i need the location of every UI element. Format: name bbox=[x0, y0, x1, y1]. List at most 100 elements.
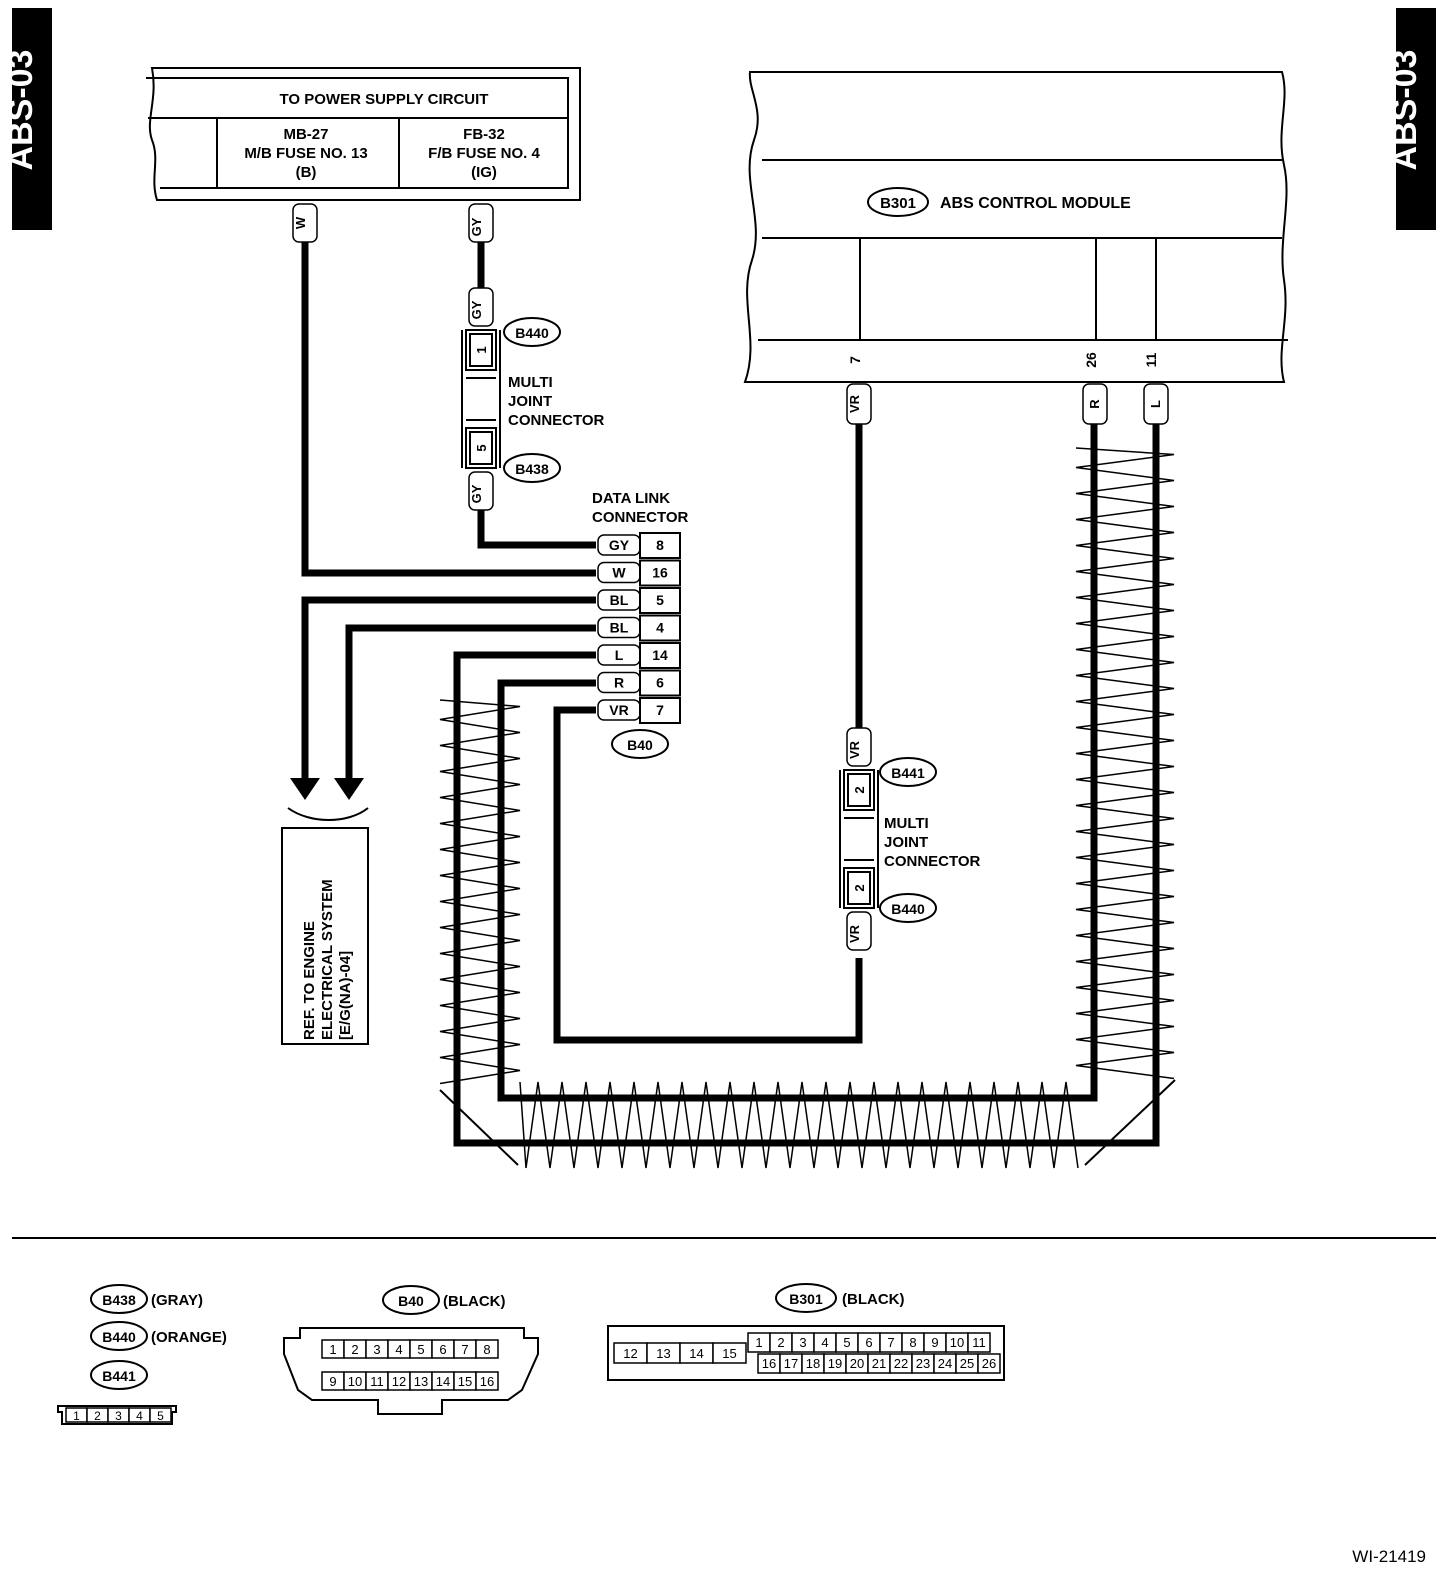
power-supply-box: TO POWER SUPPLY CIRCUIT MB-27 M/B FUSE N… bbox=[146, 67, 581, 201]
legend-b301-pin: 13 bbox=[656, 1346, 670, 1361]
dlc-pin-cell bbox=[639, 587, 681, 614]
wire-r bbox=[497, 422, 1098, 1102]
dlc-pin-cell bbox=[639, 532, 681, 559]
wire-gy bbox=[477, 240, 596, 549]
twisted-pair-marks bbox=[439, 447, 1175, 1169]
abs-connector-id: B301 bbox=[880, 195, 916, 212]
legend-b40-color: (BLACK) bbox=[443, 1293, 505, 1310]
dlc-pin-cell bbox=[639, 559, 681, 587]
wire-vr bbox=[553, 422, 863, 1044]
legend-b301-pin-cell bbox=[967, 1332, 991, 1353]
dlc-wire-label: GY bbox=[609, 537, 630, 553]
legend-b301-color: (BLACK) bbox=[842, 1291, 904, 1308]
legend-b440-color: (ORANGE) bbox=[151, 1329, 227, 1346]
arrows-to-engine bbox=[287, 778, 369, 821]
multi-joint-connector-left: GY 1 5 GY B440 B438 MULTI JOINT CONNECTO… bbox=[461, 287, 605, 511]
mj-right-wire-top: VR bbox=[847, 740, 862, 759]
legend-b301-pin: 4 bbox=[821, 1335, 828, 1350]
legend-b301-pin-cell bbox=[977, 1353, 1001, 1374]
dlc-pin-label: 14 bbox=[652, 647, 668, 663]
fuse-wire-w: W bbox=[293, 216, 308, 229]
legend-b301-pin: 8 bbox=[909, 1335, 916, 1350]
abs-wire-r: R bbox=[1087, 399, 1102, 409]
legend-b301-pin: 19 bbox=[828, 1356, 842, 1371]
legend-small-pin-cell bbox=[149, 1407, 172, 1423]
mj-left-pin-bottom: 5 bbox=[474, 444, 489, 451]
twisted-corner-right bbox=[1084, 1079, 1176, 1166]
legend-b301-pin: 16 bbox=[762, 1356, 776, 1371]
mj-right-pin-bottom: 2 bbox=[852, 884, 867, 891]
legend-b301-pin: 21 bbox=[872, 1356, 886, 1371]
legend-b40-pin: 7 bbox=[461, 1342, 468, 1357]
legend-b40-pin: 11 bbox=[370, 1374, 384, 1389]
twist-mark bbox=[439, 699, 521, 1085]
fuse-left-line3: (B) bbox=[296, 164, 317, 181]
twisted-corner-left bbox=[439, 1089, 519, 1166]
legend-b40-pin: 16 bbox=[480, 1374, 494, 1389]
mj-left-wire-top: GY bbox=[469, 300, 484, 319]
legend-b40-pin: 13 bbox=[414, 1374, 428, 1389]
legend-b40-pin: 9 bbox=[329, 1374, 336, 1389]
dlc-pin-cell bbox=[639, 642, 681, 669]
legend-b301-pin: 14 bbox=[689, 1346, 703, 1361]
abs-wire-tags: VR R L bbox=[846, 383, 1169, 425]
dlc-wire-label: BL bbox=[610, 620, 629, 636]
legend-b40-pin: 2 bbox=[351, 1342, 358, 1357]
legend-small-pin: 1 bbox=[73, 1409, 80, 1423]
legend-b40-pin: 4 bbox=[395, 1342, 402, 1357]
legend-b301-pin: 24 bbox=[938, 1356, 952, 1371]
mj-left-label-1: MULTI bbox=[508, 374, 553, 391]
legend-b40-pin: 6 bbox=[439, 1342, 446, 1357]
legend-b441-id: B441 bbox=[102, 1368, 136, 1384]
legend-small-pin: 4 bbox=[136, 1409, 143, 1423]
wire-w bbox=[301, 240, 596, 577]
abs-pin-7: 7 bbox=[847, 356, 863, 364]
legend-b301-id: B301 bbox=[789, 1291, 823, 1307]
mj-right-top-id: B441 bbox=[891, 765, 925, 781]
mj-right-label-3: CONNECTOR bbox=[884, 853, 981, 870]
abs-pin-26: 26 bbox=[1083, 352, 1099, 368]
mj-right-pin-top: 2 bbox=[852, 786, 867, 793]
legend-b40-pin-cell bbox=[475, 1371, 499, 1391]
wire-l bbox=[453, 422, 1160, 1147]
fuse-right-line2: F/B FUSE NO. 4 bbox=[428, 145, 540, 162]
mj-right-bottom-id: B440 bbox=[891, 901, 925, 917]
dlc-wire-label: W bbox=[612, 565, 626, 581]
legend-b301-pin: 7 bbox=[887, 1335, 894, 1350]
fuse-left-line1: MB-27 bbox=[283, 126, 328, 143]
legend-small-pin: 2 bbox=[94, 1409, 101, 1423]
abs-module-label: ABS CONTROL MODULE bbox=[940, 195, 1131, 212]
legend-b301-pin: 3 bbox=[799, 1335, 806, 1350]
dlc-label-2: CONNECTOR bbox=[592, 509, 689, 526]
legend-b301-pin: 18 bbox=[806, 1356, 820, 1371]
legend-b301-pin: 15 bbox=[722, 1346, 736, 1361]
dlc-pin-label: 6 bbox=[656, 675, 664, 691]
legend-b40-pin: 1 bbox=[329, 1342, 336, 1357]
legend-b301-pin: 12 bbox=[623, 1346, 637, 1361]
ref-engine-box: REF. TO ENGINE ELECTRICAL SYSTEM [E/G(NA… bbox=[281, 827, 369, 1045]
multi-joint-connector-right: VR 2 2 VR B441 B440 MULTI JOINT CONNECTO… bbox=[839, 727, 981, 951]
fuse-wire-tags: W GY bbox=[292, 203, 494, 243]
power-supply-title: TO POWER SUPPLY CIRCUIT bbox=[280, 91, 489, 108]
legend-b301-pin: 6 bbox=[865, 1335, 872, 1350]
legend-b301-pin: 22 bbox=[894, 1356, 908, 1371]
legend-b301-pin: 11 bbox=[972, 1335, 986, 1350]
legend-b40-pin: 5 bbox=[417, 1342, 424, 1357]
mj-left-pin-top: 1 bbox=[474, 346, 489, 353]
legend-b301-pin: 2 bbox=[777, 1335, 784, 1350]
legend-b301-pin: 9 bbox=[931, 1335, 938, 1350]
ref-line1: REF. TO ENGINE bbox=[301, 921, 318, 1040]
legend-b40-pin: 12 bbox=[392, 1374, 406, 1389]
legend-b40-pin: 14 bbox=[436, 1374, 450, 1389]
legend-b301-pin: 25 bbox=[960, 1356, 974, 1371]
legend-b40-pin: 8 bbox=[483, 1342, 490, 1357]
legend-b301-pin: 10 bbox=[950, 1335, 964, 1350]
legend-b301-pin: 20 bbox=[850, 1356, 864, 1371]
